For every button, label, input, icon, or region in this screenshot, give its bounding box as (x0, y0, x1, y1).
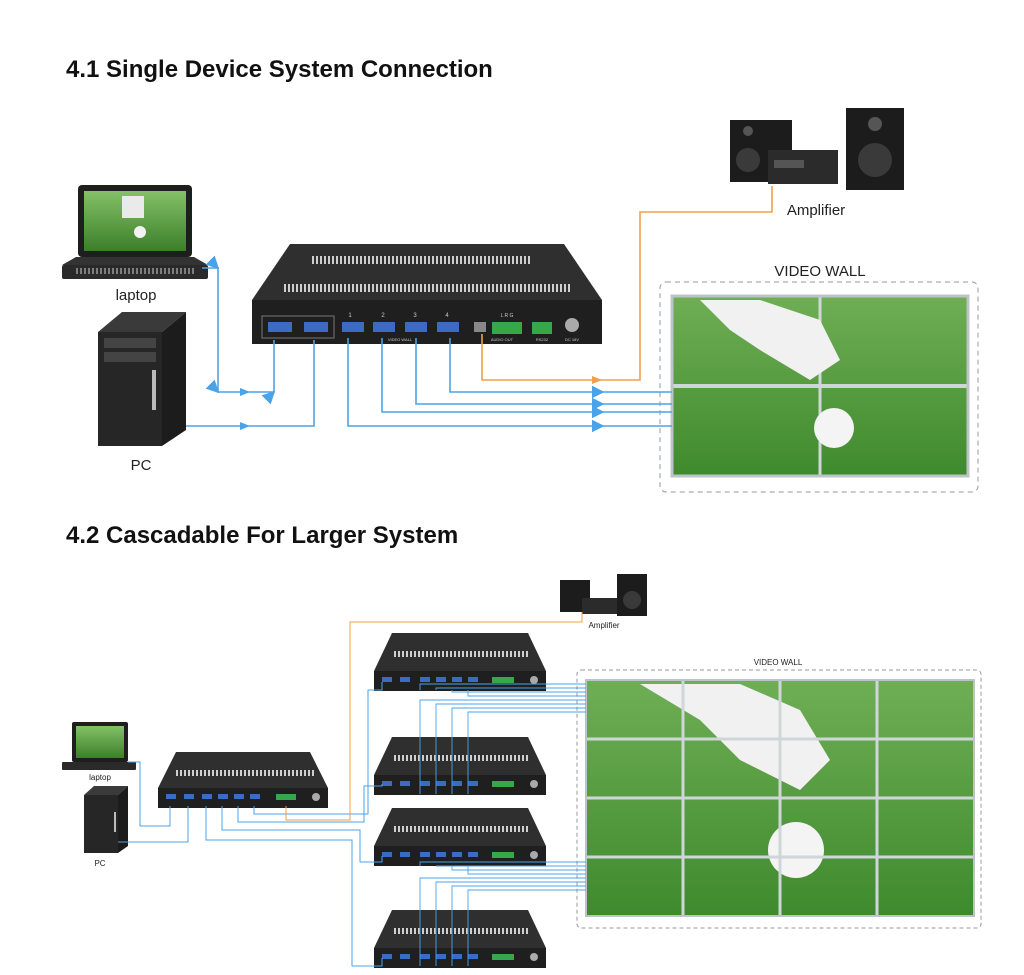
port-label-3: 3 (413, 313, 417, 319)
port-label-4: 4 (445, 313, 449, 319)
laptop-icon-small (62, 722, 136, 770)
section-title-cascadable: 4.2 Cascadable For Larger System (66, 522, 459, 549)
video-wall-label-2: VIDEO WALL (754, 658, 803, 667)
arrow-markers (240, 388, 250, 430)
laptop-label: laptop (116, 287, 157, 304)
video-wall-port-label: VIDEO WALL (388, 337, 413, 342)
video-wall-icon (659, 281, 979, 493)
video-wall-label: VIDEO WALL (774, 263, 865, 280)
audio-out-label: AUDIO OUT (491, 337, 514, 342)
amplifier-label-2: Amplifier (588, 621, 619, 630)
amplifier-icon (730, 108, 904, 190)
hdmi-cables (186, 255, 672, 433)
audio-pins-label: L R G (501, 313, 514, 319)
amplifier-label: Amplifier (787, 202, 845, 219)
laptop-icon (62, 185, 208, 279)
pc-label-2: PC (94, 859, 105, 868)
pc-tower-icon-small (84, 786, 128, 853)
port-label-2: 2 (381, 313, 385, 319)
video-wall-processor: 1 2 3 4 VIDEO WALL L R G AUDIO OUT RS232… (252, 244, 602, 344)
amplifier-icon-small (560, 574, 647, 616)
hdmi-cables-2 (118, 682, 383, 967)
dc-label: DC 18V (565, 337, 579, 342)
pc-tower-icon (98, 312, 186, 446)
wall-feed-cables (419, 683, 586, 966)
pc-label: PC (131, 457, 152, 474)
hdmi-port-icon (268, 322, 459, 332)
laptop-label-2: laptop (89, 773, 111, 782)
slave-processors (374, 633, 546, 968)
rs232-label: RS232 (536, 337, 549, 342)
audio-cable-2 (285, 612, 583, 821)
audio-cable (481, 186, 773, 381)
video-wall-icon-large (576, 669, 982, 929)
section-title-single-device: 4.1 Single Device System Connection (66, 56, 493, 83)
master-processor (158, 752, 328, 808)
port-label-1: 1 (348, 313, 352, 319)
